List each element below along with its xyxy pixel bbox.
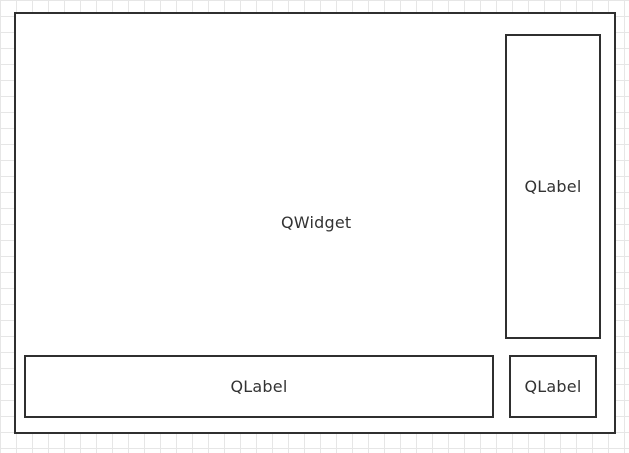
qlabel-right-text: QLabel	[524, 177, 582, 196]
qlabel-right-box: QLabel	[505, 34, 601, 339]
qlabel-bottom-right-box: QLabel	[509, 355, 597, 418]
qlabel-bottom-left-box: QLabel	[24, 355, 494, 418]
qwidget-label: QWidget	[281, 213, 352, 232]
qlabel-bottom-right-text: QLabel	[524, 377, 582, 396]
qlabel-bottom-left-text: QLabel	[230, 377, 288, 396]
